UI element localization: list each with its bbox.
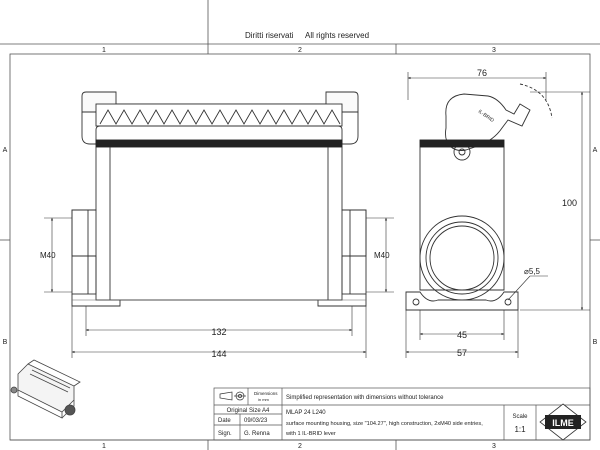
title-block xyxy=(213,387,591,441)
product-desc-line1: surface mounting housing, size "104.27",… xyxy=(286,421,483,427)
side-view: IL-BRID xyxy=(405,83,553,311)
col-label-3-top: 3 xyxy=(492,47,496,54)
product-code: MLAP 24 L240 xyxy=(286,410,326,416)
date-label: Date xyxy=(218,418,231,424)
thread-left-label: M40 xyxy=(40,251,56,260)
rights-reserved-it: Diritti riservati xyxy=(245,31,294,40)
grid-labels: 1 2 3 1 2 3 A B A B xyxy=(3,47,598,450)
logo-text: ILME xyxy=(552,418,574,428)
dim-45-label: 45 xyxy=(457,330,467,340)
ilme-logo: ILME xyxy=(539,403,587,441)
dim-100-label: 100 xyxy=(562,198,577,208)
row-label-b-left: B xyxy=(3,339,8,346)
product-desc-line2: with 1 IL-BRID lever xyxy=(285,431,336,437)
row-label-b-right: B xyxy=(593,339,598,346)
col-label-1-bottom: 1 xyxy=(102,443,106,450)
dim-hole-label: ⌀5,5 xyxy=(524,267,540,276)
dim-144-label: 144 xyxy=(211,349,226,359)
sign-label: Sign. xyxy=(218,431,232,437)
front-dimensions xyxy=(44,217,394,358)
col-label-2-bottom: 2 xyxy=(298,443,302,450)
scale-value: 1:1 xyxy=(514,425,526,434)
isometric-thumbnail xyxy=(10,359,81,419)
projection-symbol-icon xyxy=(219,391,246,401)
col-label-1-top: 1 xyxy=(102,47,106,54)
row-label-a-left: A xyxy=(3,147,8,154)
thread-right-label: M40 xyxy=(374,251,390,260)
sign-value: G. Renna xyxy=(244,431,270,437)
side-dimensions xyxy=(405,72,590,358)
row-label-a-right: A xyxy=(593,147,598,154)
scale-label: Scale xyxy=(512,414,528,420)
dimensions-label: Dimensions xyxy=(254,391,278,396)
rights-reserved-en: All rights reserved xyxy=(305,31,369,40)
dim-76-label: 76 xyxy=(477,68,487,78)
tolerance-note: Simplified representation with dimension… xyxy=(286,395,444,401)
col-label-3-bottom: 3 xyxy=(492,443,496,450)
original-size-label: Original Size A4 xyxy=(227,408,270,414)
dim-132-label: 132 xyxy=(211,327,226,337)
dim-57-label: 57 xyxy=(457,348,467,358)
col-label-2-top: 2 xyxy=(298,47,302,54)
dimensions-unit: in mm xyxy=(258,397,270,402)
date-value: 09/03/23 xyxy=(244,418,268,424)
front-view xyxy=(71,91,367,307)
